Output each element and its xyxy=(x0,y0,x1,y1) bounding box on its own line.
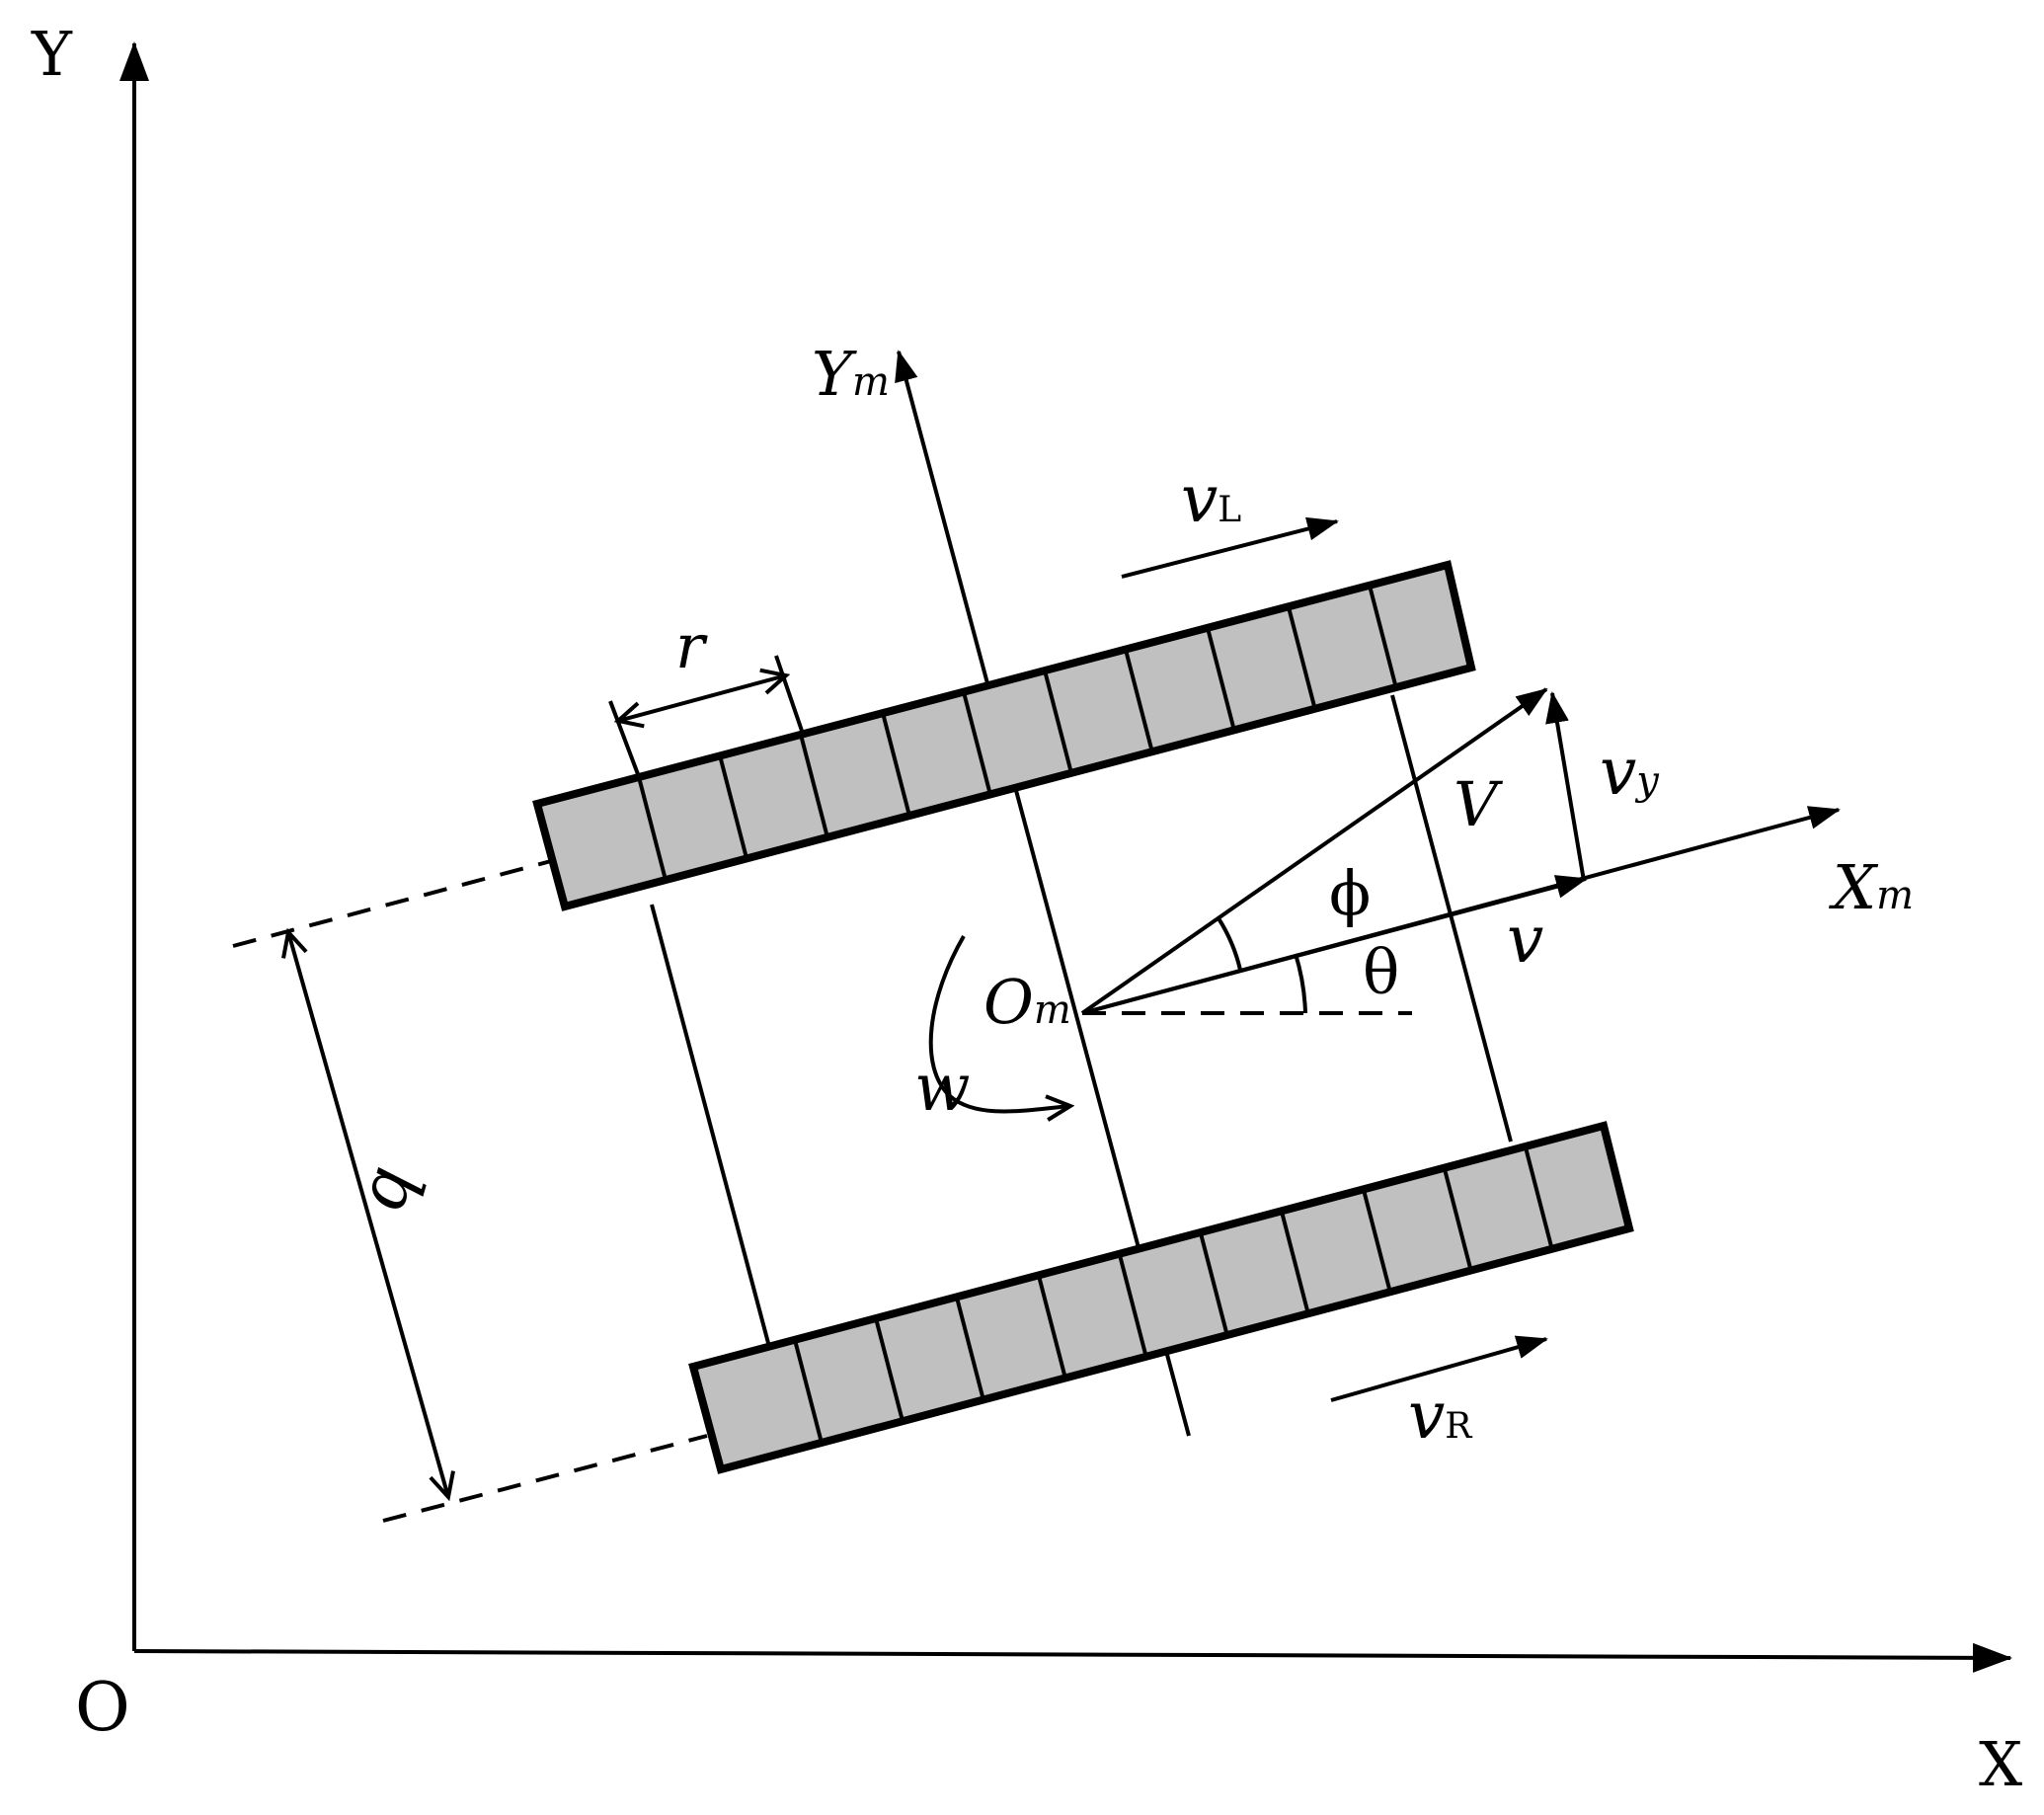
radius-tick-left xyxy=(608,700,640,775)
velocity-v-vector xyxy=(1081,875,1588,1015)
vL-label: vL xyxy=(1181,461,1241,537)
track-width-dimension: b xyxy=(232,859,708,1523)
world-origin-label: O xyxy=(75,1669,130,1747)
chassis-front-edge xyxy=(1390,694,1513,1143)
velocity-vectors xyxy=(1080,516,1588,1402)
wheel-radius-dimension: r xyxy=(608,610,804,775)
left-track-segments xyxy=(637,585,1398,881)
world-x-axis xyxy=(133,1642,2012,1673)
angular-velocity-label: w xyxy=(914,1050,971,1126)
theta-label: θ xyxy=(1363,936,1399,1008)
chassis xyxy=(650,694,1513,1344)
radius-arrow xyxy=(618,675,786,721)
angular-velocity: w xyxy=(914,934,1070,1126)
right-track-body xyxy=(688,1121,1634,1474)
track-width-label: b xyxy=(352,1159,438,1223)
vR-label: vR xyxy=(1408,1378,1472,1454)
phi-label: ϕ xyxy=(1329,857,1371,929)
velocity-vR-vector xyxy=(1330,1335,1548,1402)
robot-origin-label: Om xyxy=(983,966,1071,1038)
velocity-vy-vector xyxy=(1545,691,1586,882)
right-track xyxy=(688,1121,1634,1474)
left-track xyxy=(532,560,1476,911)
world-axes: Y X O xyxy=(31,18,2022,1800)
world-x-label: X xyxy=(1979,1728,2022,1800)
track-width-arrow xyxy=(288,932,448,1497)
right-track-segments xyxy=(793,1146,1554,1444)
xm-axis-label: Xm xyxy=(1829,851,1914,923)
track-width-extension-top xyxy=(232,859,552,948)
velocity-V-vector xyxy=(1080,687,1548,1015)
angle-arcs xyxy=(1217,916,1307,1014)
radius-label: r xyxy=(675,610,708,682)
world-y-label: Y xyxy=(31,18,73,90)
labels: Ym Xm Om vL vR vy V v ϕ θ xyxy=(812,338,1914,1454)
v-label: v xyxy=(1507,902,1543,978)
theta-arc xyxy=(1294,953,1307,1014)
track-width-extension-bottom xyxy=(382,1434,708,1523)
left-track-body xyxy=(532,560,1476,911)
radius-tick-right xyxy=(774,655,804,732)
velocity-vL-vector xyxy=(1121,516,1339,579)
vy-label: vy xyxy=(1600,734,1660,810)
phi-arc xyxy=(1217,916,1242,971)
chassis-rear-edge xyxy=(650,904,770,1344)
ym-axis-label: Ym xyxy=(812,338,890,410)
V-label: V xyxy=(1454,768,1504,840)
angular-velocity-arc xyxy=(928,934,1070,1112)
